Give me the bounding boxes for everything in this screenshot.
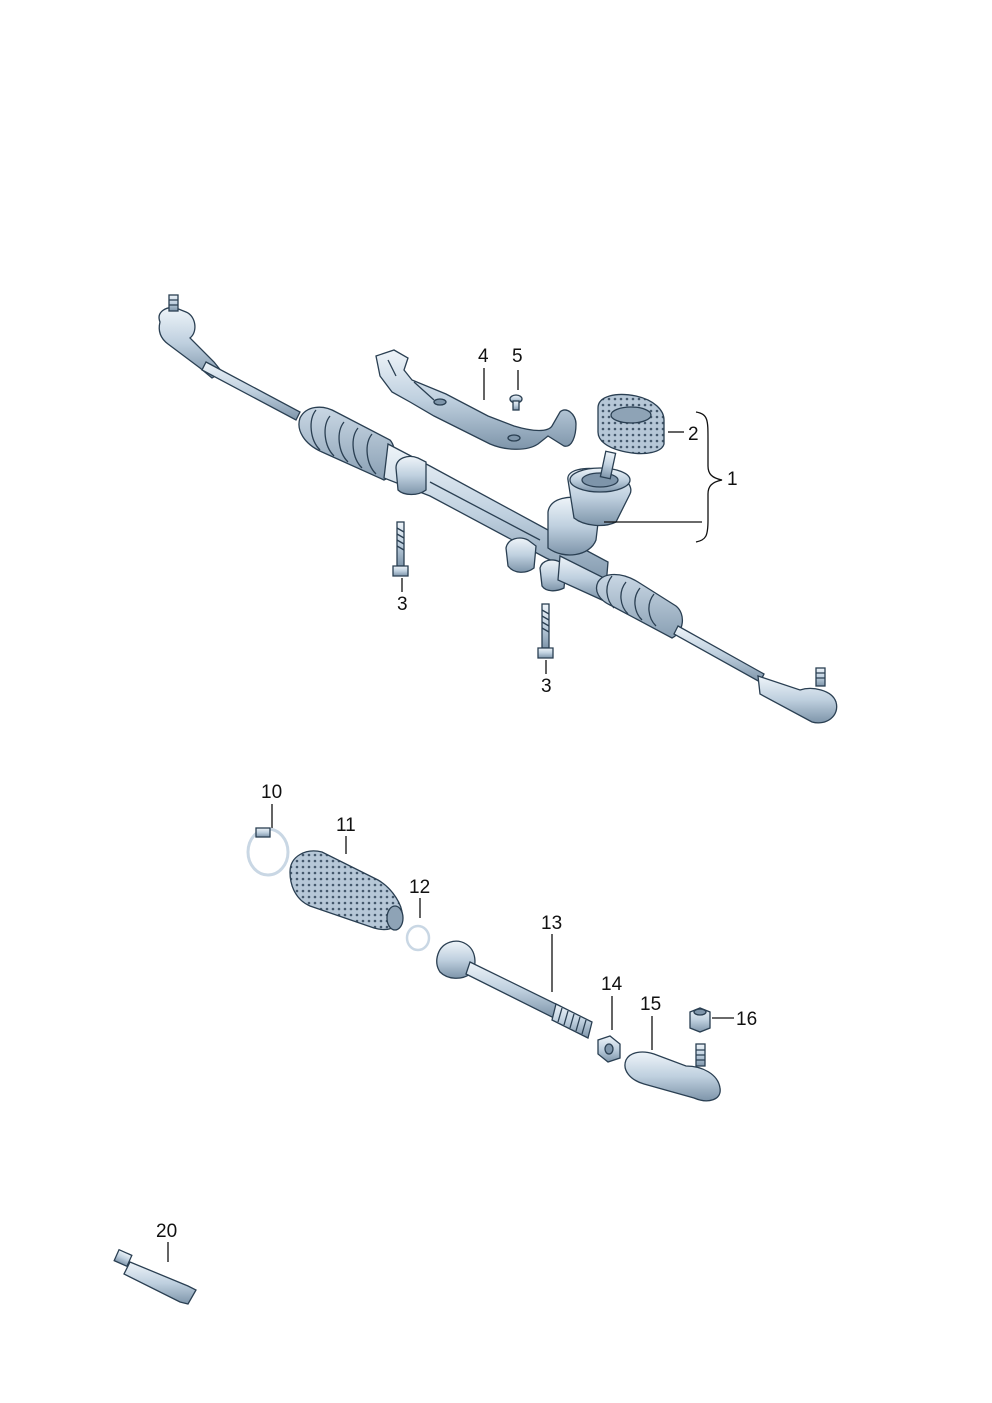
pinion-housing	[547, 450, 632, 556]
grease-tube	[113, 1248, 197, 1305]
rubber-mount	[597, 393, 665, 455]
left-tie-rod-end	[158, 294, 223, 379]
bolt-right	[537, 603, 554, 659]
callout-3-left: 3	[397, 594, 408, 615]
steering-rack-assembly	[158, 294, 838, 724]
right-tie-rod-end	[757, 667, 838, 724]
inner-tie-rod	[436, 940, 593, 1039]
callout-15: 15	[640, 994, 661, 1015]
bolt-left	[392, 521, 409, 577]
tie-rod-end	[624, 1043, 721, 1102]
right-bellows-boot	[595, 573, 683, 639]
bracket-brace-part-1	[695, 411, 723, 543]
steering-boot	[289, 850, 404, 931]
left-bellows-boot	[298, 406, 396, 481]
screw-small	[509, 394, 523, 411]
callout-4: 4	[478, 346, 489, 367]
callout-13: 13	[541, 913, 562, 934]
callout-5: 5	[512, 346, 523, 367]
lock-nut	[689, 1007, 711, 1033]
leader-lines	[167, 368, 734, 1262]
right-tie-rod	[673, 625, 765, 683]
callout-10: 10	[261, 782, 282, 803]
callout-12: 12	[409, 877, 430, 898]
callout-2: 2	[688, 424, 699, 445]
callout-3-right: 3	[541, 676, 552, 697]
callout-16: 16	[736, 1009, 757, 1030]
small-clamp	[405, 924, 431, 952]
callout-20: 20	[156, 1221, 177, 1242]
bracket	[375, 349, 577, 450]
hose-clamp	[246, 827, 290, 877]
callout-11: 11	[336, 815, 356, 836]
callout-1: 1	[727, 469, 738, 490]
callout-14: 14	[601, 974, 623, 995]
hex-nut	[597, 1035, 621, 1063]
left-tie-rod	[201, 361, 301, 421]
